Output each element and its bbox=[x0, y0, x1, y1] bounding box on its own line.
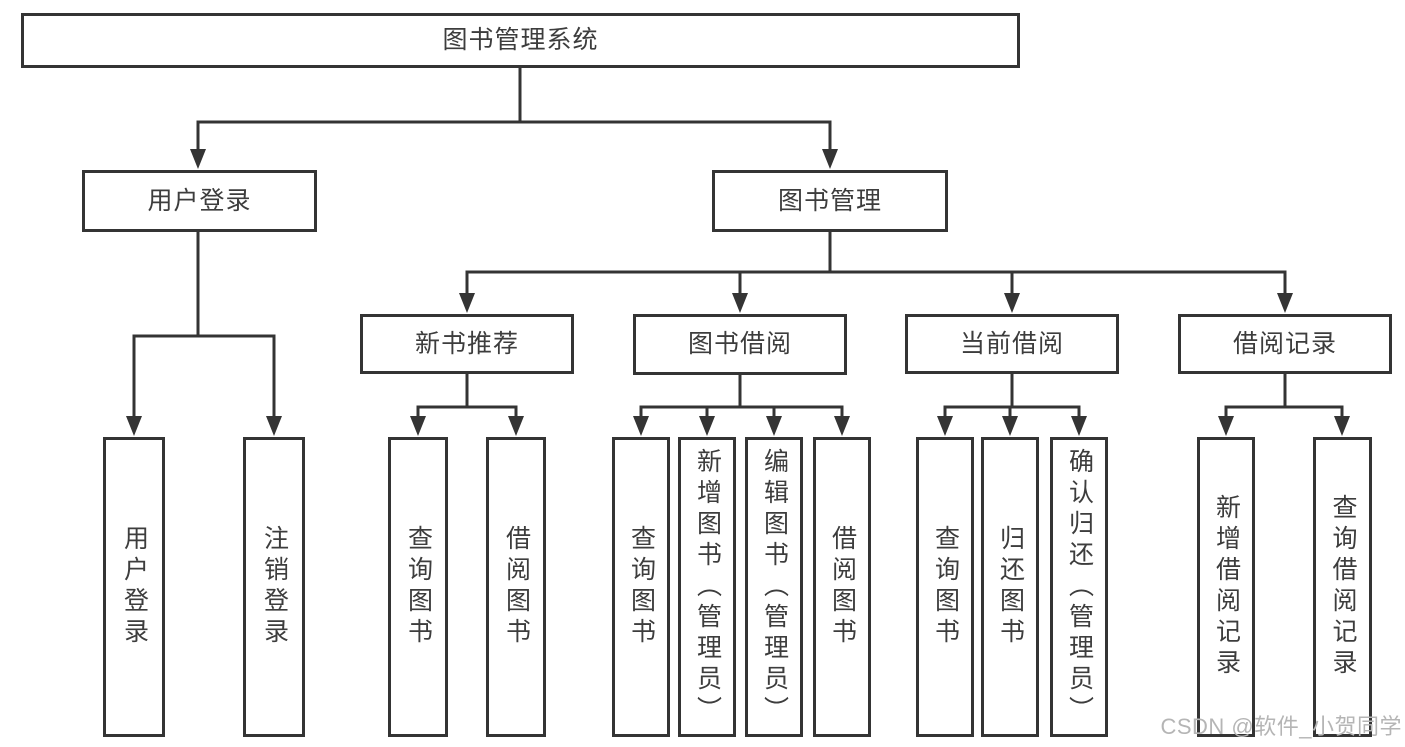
leaf-add-borrow-record: 新增借阅记录 bbox=[1197, 437, 1255, 737]
arrow-icon bbox=[1002, 416, 1018, 436]
leaf-add-book-admin: 新增图书（管理员） bbox=[678, 437, 736, 737]
node-book-management: 图书管理 bbox=[712, 170, 948, 232]
leaf-borrow-books-recommend: 借阅图书 bbox=[486, 437, 546, 737]
node-new-book-recommend: 新书推荐 bbox=[360, 314, 574, 374]
leaf-logout: 注销登录 bbox=[243, 437, 305, 737]
node-book-borrow: 图书借阅 bbox=[633, 314, 847, 375]
arrow-icon bbox=[126, 416, 142, 436]
leaf-edit-book-admin: 编辑图书（管理员） bbox=[745, 437, 803, 737]
arrow-icon bbox=[937, 416, 953, 436]
leaf-return-books: 归还图书 bbox=[981, 437, 1039, 737]
arrowheads bbox=[126, 149, 1350, 436]
node-root: 图书管理系统 bbox=[21, 13, 1020, 68]
arrow-icon bbox=[834, 416, 850, 436]
leaf-confirm-return-admin: 确认归还（管理员） bbox=[1050, 437, 1108, 737]
leaf-borrow-books: 借阅图书 bbox=[813, 437, 871, 737]
leaf-query-borrow-record: 查询借阅记录 bbox=[1313, 437, 1372, 737]
leaf-query-books-recommend: 查询图书 bbox=[388, 437, 448, 737]
node-user-login: 用户登录 bbox=[82, 170, 317, 232]
arrow-icon bbox=[266, 416, 282, 436]
leaf-user-login: 用户登录 bbox=[103, 437, 165, 737]
arrow-icon bbox=[190, 149, 206, 169]
csdn-watermark: CSDN @软件_小贺同学 bbox=[1160, 714, 1402, 739]
node-current-borrow: 当前借阅 bbox=[905, 314, 1119, 374]
arrow-icon bbox=[1071, 416, 1087, 436]
arrow-icon bbox=[1334, 416, 1350, 436]
leaf-query-books-current: 查询图书 bbox=[916, 437, 974, 737]
arrow-icon bbox=[1218, 416, 1234, 436]
leaf-query-books-borrow: 查询图书 bbox=[612, 437, 670, 737]
arrow-icon bbox=[633, 416, 649, 436]
arrow-icon bbox=[410, 416, 426, 436]
arrow-icon bbox=[1004, 293, 1020, 313]
arrow-icon bbox=[822, 149, 838, 169]
arrow-icon bbox=[766, 416, 782, 436]
arrow-icon bbox=[1277, 293, 1293, 313]
arrow-icon bbox=[732, 293, 748, 313]
arrow-icon bbox=[459, 293, 475, 313]
arrow-icon bbox=[699, 416, 715, 436]
node-borrow-records: 借阅记录 bbox=[1178, 314, 1392, 374]
arrow-icon bbox=[508, 416, 524, 436]
